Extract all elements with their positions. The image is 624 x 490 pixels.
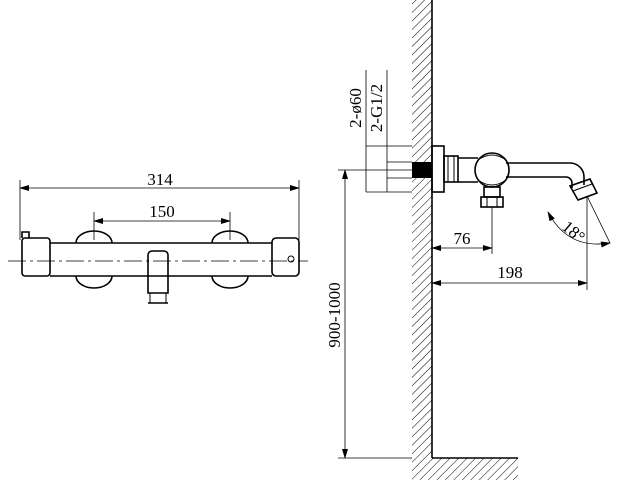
dimension-inlet: 2-ø60 2-G1/2	[346, 70, 412, 193]
wall-hatching	[412, 0, 432, 458]
dimension-mounting-height: 900-1000	[325, 169, 412, 459]
mounting-height-label: 900-1000	[325, 282, 344, 347]
mixer-body-side	[458, 152, 510, 208]
front-view: 314 150	[8, 170, 308, 304]
dimension-spout-angle: 18°	[547, 195, 611, 290]
outlet-offset-label: 76	[454, 229, 471, 248]
center-distance-label: 150	[149, 202, 175, 221]
wall-flange	[412, 145, 459, 193]
dimension-center-distance: 150	[93, 202, 231, 240]
dimension-spout-projection: 198	[431, 263, 588, 286]
spout	[506, 162, 599, 201]
spout-projection-label: 198	[497, 263, 523, 282]
dimension-outlet-offset: 76	[431, 207, 493, 254]
mixer-body	[21, 231, 300, 277]
left-connection	[75, 230, 113, 289]
dimension-overall-width: 314	[19, 170, 300, 240]
inlet-diameter-label: 2-ø60	[346, 88, 365, 128]
side-view: 900-1000 2-ø60 2-G1/2	[325, 0, 611, 480]
right-connection	[211, 230, 249, 289]
overall-width-label: 314	[147, 170, 173, 189]
inlet-thread-label: 2-G1/2	[367, 84, 386, 132]
floor-hatching	[412, 458, 518, 480]
bottom-outlet	[147, 250, 169, 304]
indicator-dot	[287, 255, 295, 263]
